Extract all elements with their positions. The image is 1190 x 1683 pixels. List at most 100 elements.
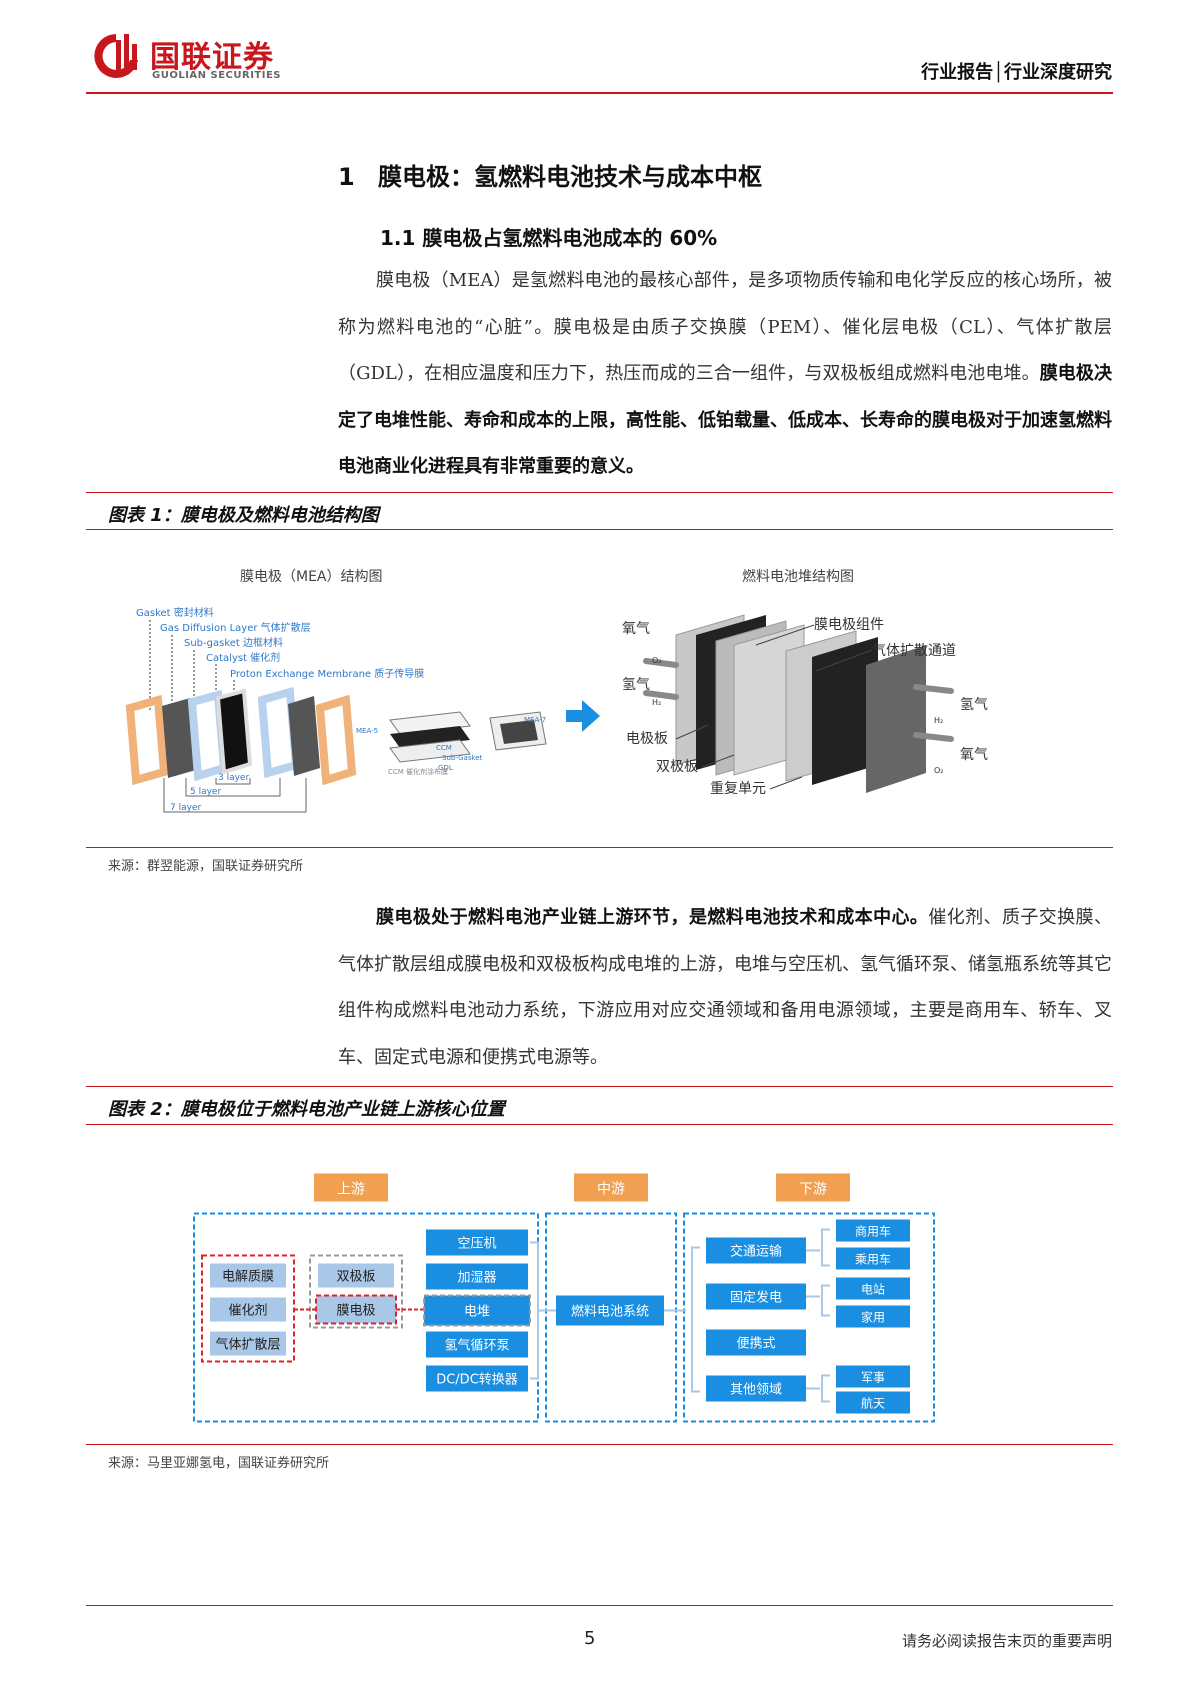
part-mea: 膜电极 [336, 1304, 375, 1319]
layer-stack [125, 686, 357, 786]
chem-o2: O₂ [652, 656, 662, 665]
downstream-region [683, 1212, 935, 1423]
component-h2-pump: 氢气循环泵 [444, 1338, 509, 1354]
material-box [210, 1263, 286, 1288]
chem-h2: H₂ [652, 698, 661, 707]
label-subgasket-small: Sub-Gasket [442, 754, 483, 762]
label-catalyst: Catalyst 催化剂 [206, 651, 280, 664]
figure-2-source: 来源：马里亚娜氢电，国联证券研究所 [108, 1456, 330, 1471]
logo-text-cn: 国联证券 [150, 40, 274, 75]
app-box [706, 1283, 806, 1310]
footer-divider [86, 1605, 1113, 1606]
paragraph-bold: 膜电极决定了电堆性能、寿命和成本的上限，高性能、低铂载量、低成本、长寿命的膜电极… [338, 363, 1112, 477]
subapp-box [836, 1365, 910, 1388]
paragraph-industry-chain: 膜电极处于燃料电池产业链上游环节，是燃料电池技术和成本中心。催化剂、质子交换膜、… [338, 895, 1112, 1081]
header-divider [86, 92, 1113, 94]
component-humidifier: 加湿器 [457, 1271, 496, 1286]
stack-label-mea-assembly: 膜电极组件 [814, 617, 884, 633]
component-box [426, 1365, 528, 1392]
label-mea7: MEA-7 [524, 716, 546, 724]
figure-2-title: 图表 2：膜电极位于燃料电池产业链上游核心位置 [108, 1099, 505, 1120]
footer-disclaimer: 请务必阅读报告末页的重要声明 [901, 1632, 1112, 1650]
figure-rule [86, 1086, 1113, 1087]
mea-structure-illustration: Gasket 密封材料 Gas Diffusion Layer 气体扩散层 Su… [125, 606, 600, 813]
mea-assembly [389, 711, 547, 763]
component-box [426, 1229, 528, 1256]
label-7-layer: 7 layer [170, 803, 201, 813]
guolian-logo-icon [94, 34, 138, 78]
component-box [426, 1263, 528, 1290]
app-box [706, 1329, 806, 1356]
stage-midstream: 中游 [597, 1182, 625, 1198]
stack-label-electrode: 电极板 [626, 731, 668, 747]
label-pem: Proton Exchange Membrane 质子传导膜 [230, 668, 424, 680]
subapp-passenger: 乘用车 [855, 1252, 891, 1267]
stage-upstream-box [314, 1173, 388, 1202]
label-5-layer: 5 layer [190, 787, 221, 797]
paragraph-mea-intro: 膜电极（MEA）是氢燃料电池的最核心部件，是多项物质传输和电化学反应的核心场所，… [338, 258, 1112, 491]
stack-label-hydrogen: 氢气 [622, 677, 650, 693]
paragraph-text: 膜电极（MEA）是氢燃料电池的最核心部件，是多项物质传输和电化学反应的核心场所，… [338, 270, 1112, 384]
material-box [210, 1331, 286, 1356]
label-gdl-small: GDL [438, 764, 453, 772]
stack-label-oxygen: 氧气 [622, 621, 650, 637]
app-box [706, 1375, 806, 1402]
material-electrolyte: 电解质膜 [222, 1270, 274, 1285]
page-number: 5 [584, 1628, 596, 1649]
subapp-power-station: 电站 [861, 1283, 885, 1297]
subapp-box [836, 1219, 910, 1242]
fuel-cell-stack-illustration: 氧气 氢气 电极板 双极板 重复单元 膜电极组件 气体扩散通道 氢气 氧气 O₂… [622, 614, 988, 797]
arrow-right-icon [566, 700, 600, 732]
section-number: 1 [338, 163, 355, 191]
label-gasket: Gasket 密封材料 [136, 606, 214, 619]
label-mea5: MEA-5 [356, 727, 378, 735]
label-ccm: CCM [436, 744, 452, 752]
report-type: 行业报告│行业深度研究 [921, 62, 1112, 83]
figure-1-source: 来源：群翌能源，国联证券研究所 [108, 859, 304, 874]
component-stack: 电堆 [464, 1305, 490, 1320]
label-gdl: Gas Diffusion Layer 气体扩散层 [160, 621, 311, 634]
subapp-box [836, 1391, 910, 1414]
stack-label-gas-channel: 气体扩散通道 [872, 643, 956, 659]
stack-label-repeat-unit: 重复单元 [710, 780, 766, 797]
component-box [423, 1294, 531, 1327]
figure-rule [86, 1444, 1113, 1445]
chem-h2-out: H₂ [934, 716, 943, 725]
subapp-aerospace: 航天 [861, 1396, 885, 1411]
stack-label-oxygen-out: 氧气 [960, 747, 988, 763]
app-transport: 交通运输 [730, 1244, 782, 1260]
section-heading: 1 膜电极：氢燃料电池技术与成本中枢 [338, 157, 762, 192]
subapp-military: 军事 [861, 1371, 885, 1385]
subapp-box [836, 1305, 910, 1328]
stack-label-bipolar: 双极板 [656, 759, 698, 775]
page-header: 国联证券 GUOLIAN SECURITIES 行业报告│行业深度研究 [90, 26, 1112, 92]
figure-rule [86, 492, 1113, 493]
figure-rule [86, 529, 1113, 530]
logo-text-en: GUOLIAN SECURITIES [152, 70, 281, 81]
component-compressor: 空压机 [457, 1237, 496, 1252]
figure-rule [86, 1124, 1113, 1125]
subsection-heading: 1.1 膜电极占氢燃料电池成本的 60% [380, 226, 718, 250]
part-box [318, 1263, 394, 1288]
stage-midstream-box [574, 1173, 648, 1202]
app-box [706, 1237, 806, 1264]
section-title: 膜电极：氢燃料电池技术与成本中枢 [378, 163, 762, 191]
app-portable: 便携式 [736, 1336, 775, 1352]
stack-label-hydrogen-out: 氢气 [960, 697, 988, 713]
mea-caption: 膜电极（MEA）结构图 [240, 569, 383, 585]
label-3-layer: 3 layer [218, 773, 249, 783]
parts-group [309, 1254, 403, 1329]
stage-downstream-box [776, 1173, 850, 1202]
paragraph-bold: 膜电极处于燃料电池产业链上游环节，是燃料电池技术和成本中心。 [376, 907, 929, 928]
stage-upstream: 上游 [337, 1182, 365, 1198]
component-box [426, 1331, 528, 1358]
stack-caption: 燃料电池堆结构图 [742, 569, 854, 585]
subapp-box [836, 1277, 910, 1300]
app-other: 其他领域 [730, 1383, 782, 1398]
midstream-region [545, 1212, 677, 1423]
system-box [556, 1295, 664, 1326]
part-box [315, 1294, 397, 1325]
subapp-box [836, 1247, 910, 1270]
material-gdl: 气体扩散层 [215, 1337, 280, 1353]
figure-1-title: 图表 1：膜电极及燃料电池结构图 [108, 505, 379, 526]
